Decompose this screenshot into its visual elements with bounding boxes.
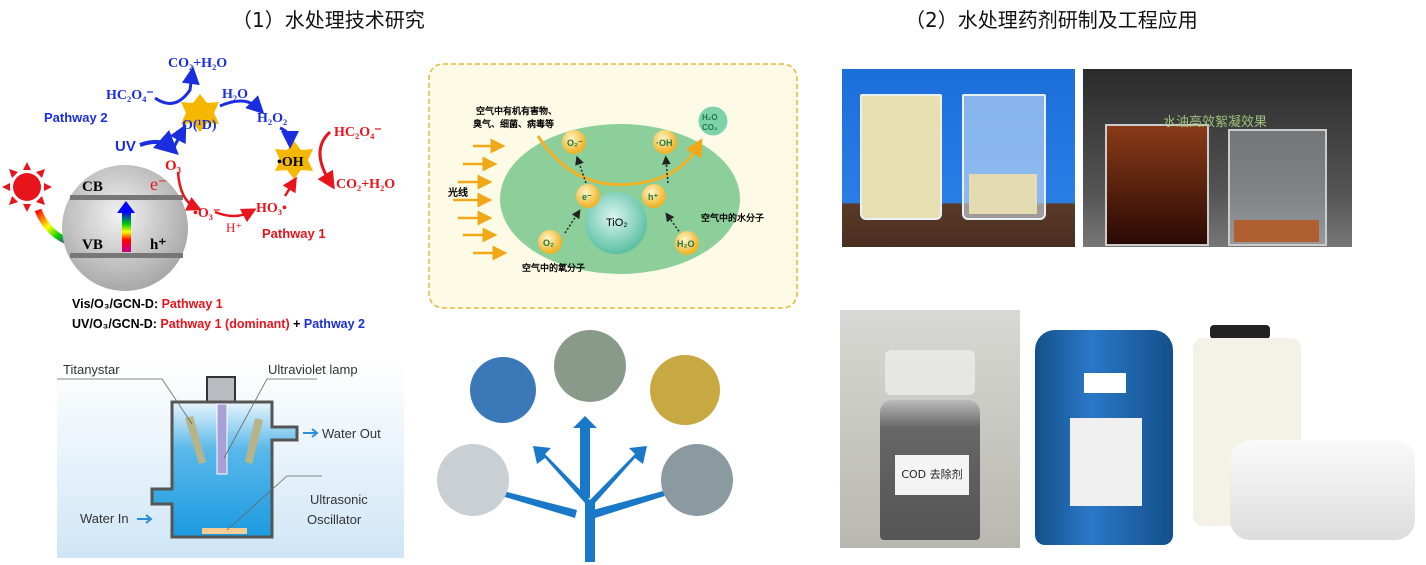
uv-lamp (216, 403, 228, 475)
o1d-label: O(¹D) (182, 118, 217, 133)
oh-label-2: ·OH (656, 138, 673, 148)
h2o-label-2: H₂O (677, 239, 695, 249)
hole-label-2: h⁺ (648, 192, 658, 202)
titanystar-plate (185, 416, 206, 464)
water-in-label: Water In (80, 511, 129, 526)
ho3-label: HO₃• (256, 201, 287, 216)
light-label: 光线 (447, 186, 468, 199)
h2o2-label: H₂O₂ (257, 111, 287, 126)
hydroxyl-star (275, 141, 313, 179)
vb-label: VB (82, 237, 103, 253)
photocatalysis-diagram: 光线 空气中有机有害物、 臭气、细菌、病毒等 TiO₂ H₂O CO₂ O₂⁻ … (428, 63, 798, 309)
photo-membranes (661, 444, 733, 516)
section-title-water-treatment-research: （1）水处理技术研究 (232, 8, 425, 32)
pathway2-label: Pathway 2 (44, 110, 108, 125)
h2o-label: H₂O (222, 87, 248, 102)
legend-line-1: Vis/O₃/GCN-D: Pathway 1 (72, 297, 223, 311)
products-h2o: H₂O (702, 113, 718, 122)
electron-label-2: e⁻ (582, 192, 592, 202)
pollutants-label-2: 臭气、细菌、病毒等 (473, 118, 554, 130)
photo-blue-chemical-drum (1030, 318, 1180, 548)
co2-h2o-top: CO₂+H₂O (168, 56, 227, 71)
o3-label: O₃ (165, 158, 182, 174)
uv-lamp-label: Ultraviolet lamp (268, 362, 358, 377)
legend-line-2: UV/O₃/GCN-D: Pathway 1 (dominant) + Path… (72, 317, 365, 331)
cod-label: COD 去除剂 (895, 455, 969, 495)
section-title-chemicals-and-engineering: （2）水处理药剂研制及工程应用 (905, 8, 1198, 32)
ultrasonic-label: Ultrasonic (310, 492, 368, 507)
photo-treatment-plant (554, 330, 626, 402)
hole-label: h⁺ (150, 237, 166, 253)
titanystar-label: Titanystar (63, 362, 120, 377)
h-plus-label: H⁺ (226, 220, 242, 235)
pollutants-label-1: 空气中有机有害物、 (476, 105, 557, 117)
water-molecule-label: 空气中的水分子 (701, 212, 764, 224)
electron-label: e⁻ (150, 174, 168, 194)
photo-cod-remover-bottle: COD 去除剂 (840, 310, 1020, 548)
hc2o4-red: HC₂O₄⁻ (334, 125, 382, 140)
titanystar-plate (245, 418, 263, 464)
photo-white-barrel-and-bags (1190, 320, 1420, 548)
water-out-label: Water Out (322, 426, 381, 441)
beaker-caption: 水油高效絮凝效果 (1163, 115, 1268, 130)
photo-flocculation-beakers (842, 69, 1075, 247)
uv-label: UV (115, 138, 136, 155)
oscillator-label: Oscillator (307, 512, 362, 527)
co2-h2o-red: CO₂+H₂O (336, 177, 395, 192)
photo-oil-water-beakers: 水油高效絮凝效果 (1083, 69, 1352, 247)
species-balls (538, 130, 699, 255)
photo-cooling-towers (650, 355, 720, 425)
o2-radical-label: O₂⁻ (567, 138, 583, 148)
ozonation-pathway-diagram: CB VB h⁺ e⁻ O(¹D) •OH CO₂+H₂O HC₂O₄⁻ H₂O… (2, 56, 395, 331)
singlet-oxygen-star (181, 94, 219, 132)
o2-label: O₂ (543, 238, 554, 248)
engineering-applications-graphic (437, 330, 733, 562)
light-arrows-icon (453, 138, 508, 261)
tio2-label: TiO₂ (606, 217, 628, 229)
tio2-particle (585, 192, 647, 254)
pathway1-label: Pathway 1 (262, 226, 326, 241)
photo-tanks (437, 444, 509, 516)
photo-filters (470, 357, 536, 423)
oxygen-molecule-label: 空气中的氧分子 (522, 262, 585, 274)
sun-icon (2, 162, 52, 212)
oh-label: •OH (277, 155, 304, 170)
hc2o4-blue: HC₂O₄⁻ (106, 88, 154, 103)
products-co2: CO₂ (702, 123, 718, 132)
water-in-arrow-icon (137, 514, 153, 524)
cb-label: CB (82, 179, 103, 195)
uv-reactor-diagram: Titanystar Ultraviolet lamp Water Out Wa… (57, 362, 404, 558)
water-out-arrow-icon (303, 428, 319, 438)
products-bubble (697, 105, 729, 137)
